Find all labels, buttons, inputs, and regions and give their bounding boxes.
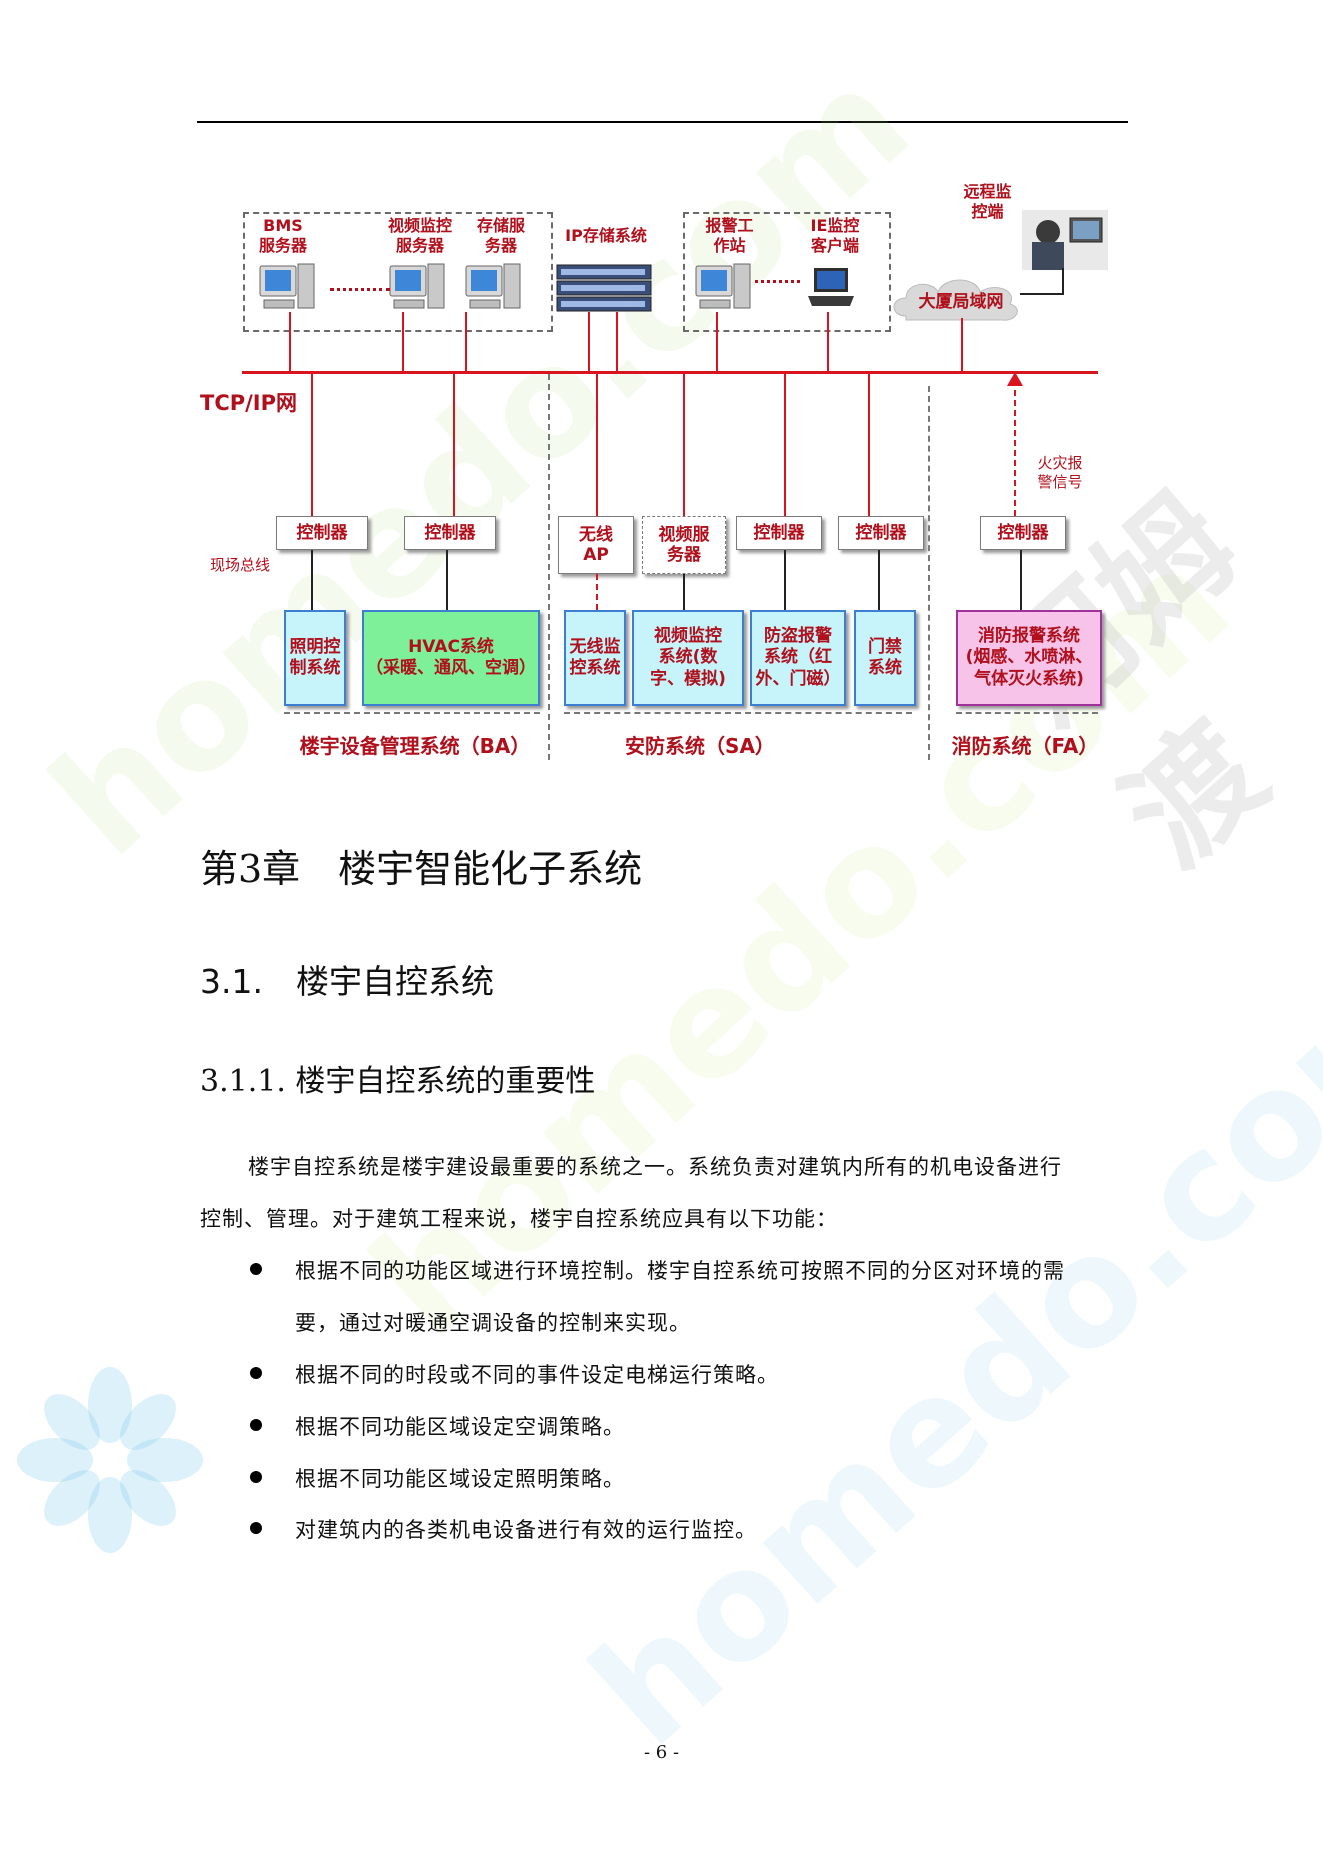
bus-link — [616, 312, 618, 373]
video-server-label: 视频监控 服务器 — [387, 216, 452, 255]
field-link — [446, 550, 448, 610]
bus-link — [827, 312, 829, 373]
subsection-title: 3.1.1. 楼宇自控系统的重要性 — [200, 1064, 596, 1099]
alarm-workstation-label: 报警工 作站 — [705, 216, 754, 255]
list-item-continuation: 要，通过对暖通空调设备的控制来实现。 — [295, 1311, 691, 1335]
lighting-system-box: 照明控 制系统 — [284, 610, 346, 706]
access-system-box: 门禁 系统 — [854, 610, 916, 706]
fire-signal-arrow — [1014, 380, 1016, 516]
remote-link-line — [1062, 268, 1064, 294]
bms-computer-icon — [259, 263, 315, 309]
fieldbus-label: 现场总线 — [210, 556, 271, 574]
bullet-dot — [250, 1263, 262, 1275]
drop-line — [784, 374, 786, 516]
drop-line — [311, 374, 313, 516]
remote-monitor-label: 远程监 控端 — [963, 182, 1012, 221]
arrow-up-icon — [1007, 372, 1023, 386]
laptop-icon — [808, 268, 854, 306]
servers-group-box — [243, 212, 553, 332]
bus-link — [588, 312, 590, 373]
field-link — [1020, 550, 1022, 610]
storage-array-icon — [556, 264, 652, 312]
watermark-brand-1: homedo.com — [20, 34, 942, 890]
hvac-controller-box: 控制器 — [404, 516, 496, 550]
page-number: - 6 - — [643, 1742, 680, 1763]
fire-alarm-system-box: 消防报警系统 (烟感、水喷淋、 气体灭火系统) — [956, 610, 1102, 706]
bullet-dot — [250, 1367, 262, 1379]
access-controller-box: 控制器 — [838, 516, 924, 550]
field-link — [311, 550, 313, 610]
drop-line — [683, 374, 685, 516]
header-rule — [197, 121, 1128, 123]
group-separator — [928, 386, 930, 760]
field-link — [784, 550, 786, 610]
field-link — [878, 550, 880, 610]
ip-storage-label: IP存储系统 — [565, 226, 647, 245]
network-label: TCP/IP网 — [200, 391, 298, 415]
bus-link — [402, 312, 404, 373]
list-item: 根据不同的功能区域进行环境控制。楼宇自控系统可按照不同的分区对环境的需 — [295, 1259, 1065, 1283]
list-item: 根据不同功能区域设定照明策略。 — [295, 1467, 625, 1491]
server-link-dots — [330, 288, 390, 291]
section-title: 3.1. 楼宇自控系统 — [200, 962, 494, 1001]
remote-monitor-photo-icon — [1022, 210, 1108, 270]
wireless-monitor-system-box: 无线监 控系统 — [564, 610, 626, 706]
hvac-system-box: HVAC系统 （采暖、通风、空调） — [362, 610, 540, 706]
fa-group-label: 消防系统（FA） — [951, 734, 1099, 758]
sa-group-rule — [564, 712, 912, 714]
video-monitor-system-box: 视频监控 系统(数 字、模拟) — [632, 610, 744, 706]
storage-server-label: 存储服 务器 — [476, 216, 525, 255]
watermark-brand-2: homedo.com — [560, 924, 1323, 1780]
ba-group-label: 楼宇设备管理系统（BA） — [299, 734, 531, 758]
alarm-computer-icon — [695, 263, 751, 309]
tcp-ip-bus-line — [242, 371, 1098, 374]
drop-line — [453, 374, 455, 516]
list-item: 根据不同的时段或不同的事件设定电梯运行策略。 — [295, 1363, 779, 1387]
lighting-controller-box: 控制器 — [276, 516, 368, 550]
drop-line — [868, 374, 870, 516]
bus-link — [465, 312, 467, 373]
bus-link — [961, 318, 963, 373]
storage-computer-icon — [465, 263, 521, 309]
bus-link — [716, 312, 718, 373]
sa-group-label: 安防系统（SA） — [625, 734, 775, 758]
intro-paragraph-line1: 楼宇自控系统是楼宇建设最重要的系统之一。系统负责对建筑内所有的机电设备进行 — [248, 1155, 1062, 1179]
bus-link — [289, 312, 291, 373]
video-computer-icon — [389, 263, 445, 309]
video-server-box: 视频服 务器 — [642, 516, 726, 574]
bms-server-label: BMS 服务器 — [258, 216, 307, 255]
chapter-title: 第3章 楼宇智能化子系统 — [200, 847, 643, 891]
intro-paragraph-line2: 控制、管理。对于建筑工程来说，楼宇自控系统应具有以下功能： — [200, 1207, 838, 1231]
burglar-alarm-system-box: 防盗报警 系统（红 外、门磁） — [750, 610, 846, 706]
wireless-ap-box: 无线 AP — [558, 516, 634, 574]
bullet-dot — [250, 1419, 262, 1431]
lan-cloud-icon — [893, 279, 1018, 321]
fire-controller-box: 控制器 — [980, 516, 1066, 550]
watermark-flower-icon — [17, 1367, 203, 1553]
field-link — [683, 574, 685, 610]
fire-signal-label: 火灾报 警信号 — [1037, 454, 1083, 491]
remote-link-line-h — [1020, 293, 1064, 295]
ba-group-rule — [284, 712, 540, 714]
group-separator — [548, 374, 550, 760]
burglar-controller-box: 控制器 — [736, 516, 822, 550]
alarm-station-group-box — [683, 212, 891, 332]
bullet-dot — [250, 1522, 262, 1534]
list-item: 根据不同功能区域设定空调策略。 — [295, 1415, 625, 1439]
list-item: 对建筑内的各类机电设备进行有效的运行监控。 — [295, 1518, 757, 1542]
alarm-link-dots — [755, 280, 800, 283]
bullet-dot — [250, 1471, 262, 1483]
fa-group-rule — [956, 712, 1098, 714]
drop-line — [596, 374, 598, 516]
ie-client-label: IE监控 客户端 — [810, 216, 860, 255]
lan-label: 大厦局域网 — [918, 292, 1004, 312]
field-link-dashed — [596, 574, 598, 610]
